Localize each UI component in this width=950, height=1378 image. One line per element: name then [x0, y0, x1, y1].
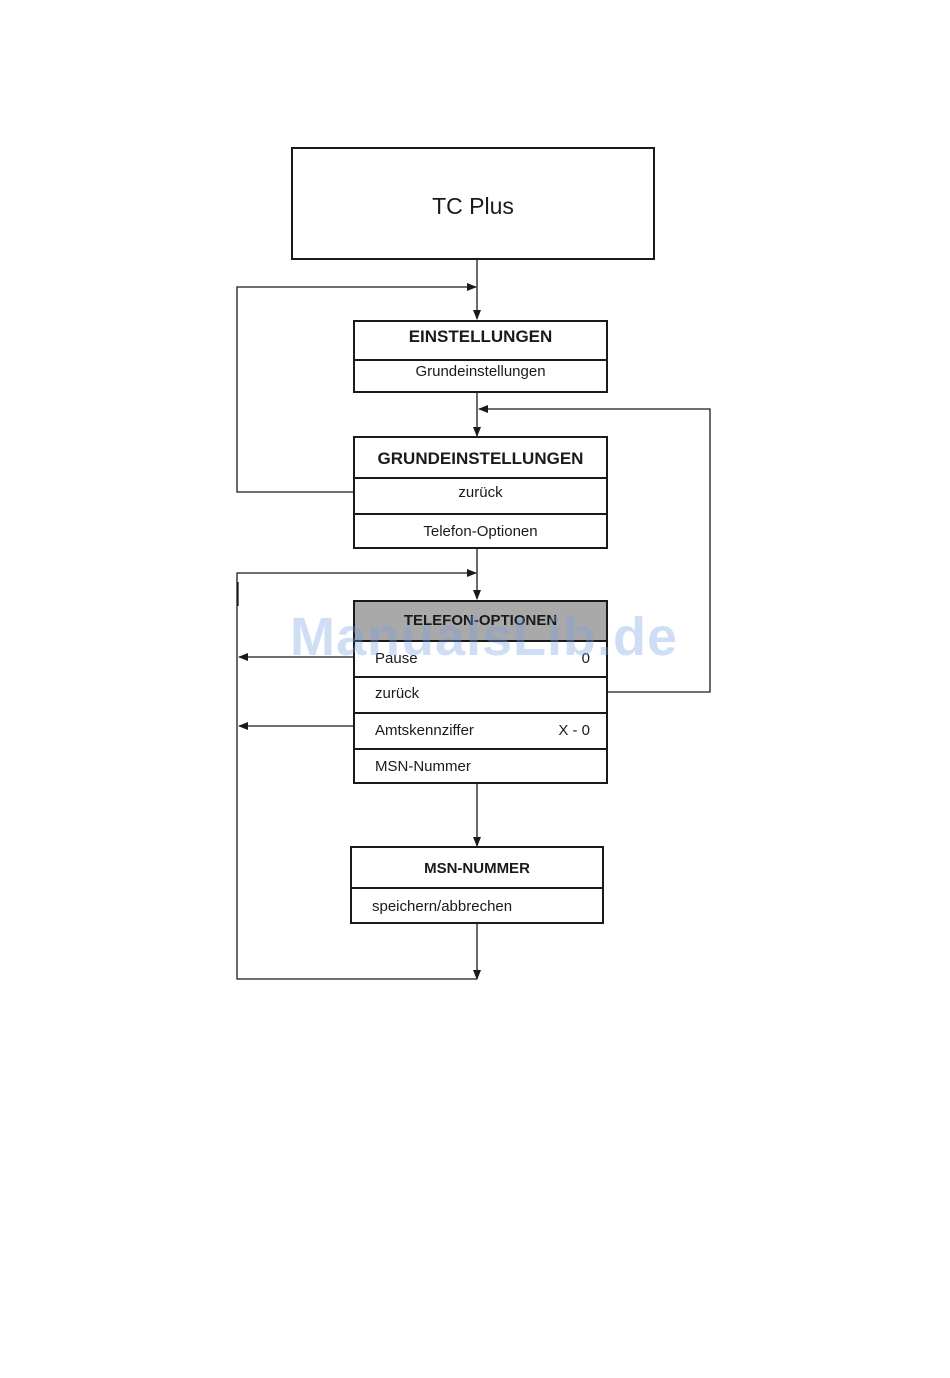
menu-item-pause-value: 0 [582, 642, 590, 676]
menu-item-msn-nummer[interactable]: MSN-Nummer [355, 748, 606, 784]
menu-item-zurueck[interactable]: zurück [355, 477, 606, 513]
menu-grundeinstellungen-title: GRUNDEINSTELLUNGEN [355, 438, 606, 477]
menu-msn-nummer: MSN-NUMMER speichern/abbrechen [350, 846, 604, 924]
menu-item-amtskennziffer-value: X - 0 [558, 714, 590, 748]
menu-item-grundeinstellungen[interactable]: Grundeinstellungen [355, 359, 606, 393]
menu-item-msn-nummer-label: MSN-Nummer [375, 758, 471, 775]
menu-grundeinstellungen: GRUNDEINSTELLUNGEN zurück Telefon-Option… [353, 436, 608, 549]
device-box: TC Plus [291, 147, 655, 260]
menu-item-amtskennziffer-label: Amtskennziffer [375, 722, 474, 739]
menu-item-zurueck-telefon[interactable]: zurück [355, 676, 606, 712]
menu-einstellungen: EINSTELLUNGEN Grundeinstellungen [353, 320, 608, 393]
menu-item-speichern-abbrechen[interactable]: speichern/abbrechen [352, 887, 602, 924]
menu-item-zurueck-telefon-label: zurück [375, 685, 419, 702]
menu-msn-nummer-title: MSN-NUMMER [352, 848, 602, 887]
menu-telefon-optionen: TELEFON-OPTIONEN Pause 0 zurück Amtskenn… [353, 600, 608, 784]
device-title: TC Plus [293, 193, 653, 220]
menu-telefon-optionen-title: TELEFON-OPTIONEN [355, 602, 606, 640]
menu-item-telefon-optionen[interactable]: Telefon-Optionen [355, 513, 606, 549]
menu-einstellungen-title: EINSTELLUNGEN [355, 322, 606, 359]
menu-item-pause-label: Pause [375, 650, 418, 667]
menu-item-pause[interactable]: Pause 0 [355, 640, 606, 676]
menu-item-amtskennziffer[interactable]: Amtskennziffer X - 0 [355, 712, 606, 748]
